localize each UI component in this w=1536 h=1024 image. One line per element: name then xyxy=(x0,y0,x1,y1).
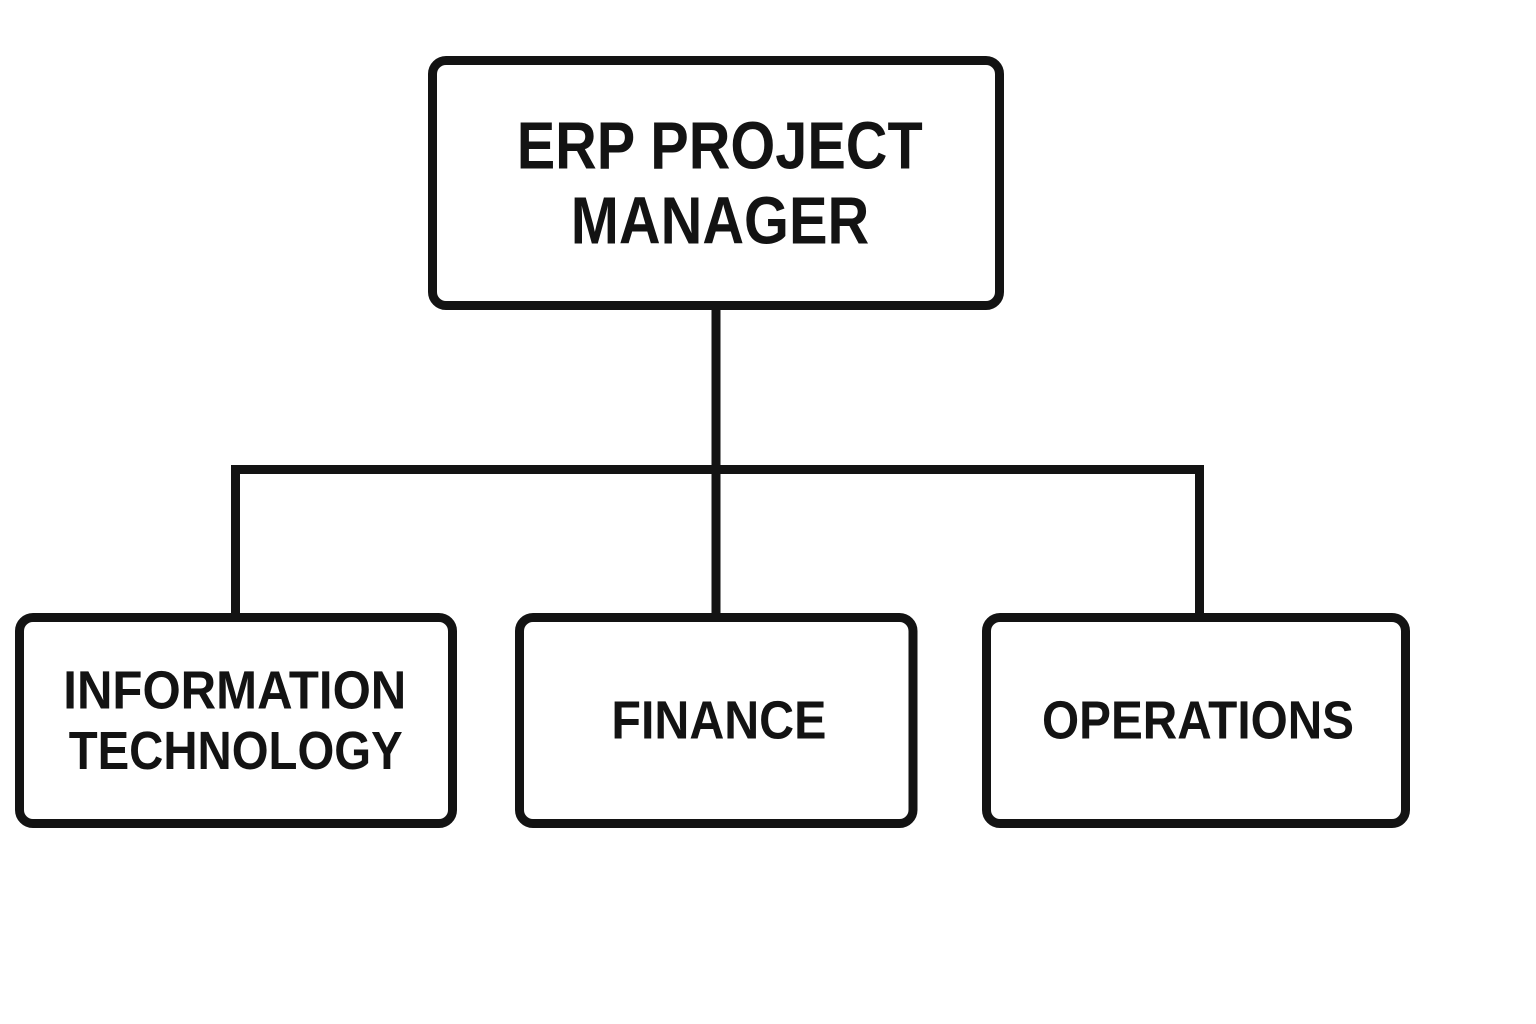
svg-text:INFORMATION: INFORMATION xyxy=(63,661,406,721)
svg-text:OPERATIONS: OPERATIONS xyxy=(1042,690,1354,750)
svg-text:MANAGER: MANAGER xyxy=(571,185,870,259)
svg-text:ERP PROJECT: ERP PROJECT xyxy=(517,109,923,183)
svg-text:FINANCE: FINANCE xyxy=(611,690,826,750)
svg-text:TECHNOLOGY: TECHNOLOGY xyxy=(69,721,403,781)
